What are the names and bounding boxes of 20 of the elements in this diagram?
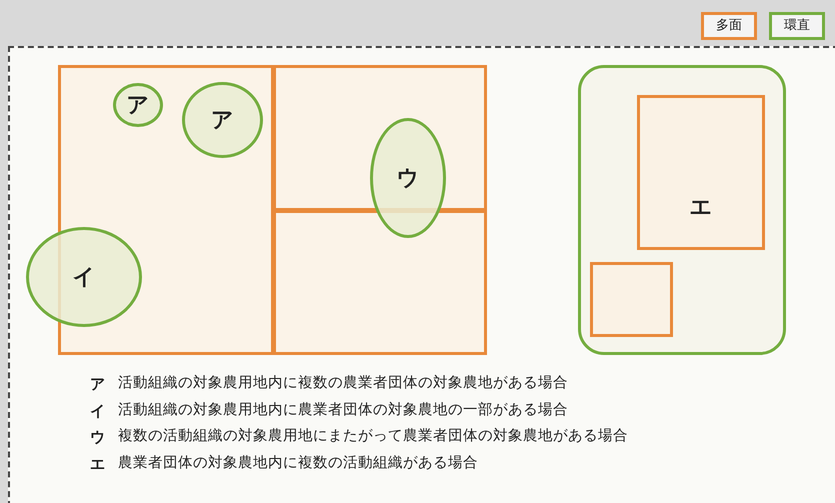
legend-key: 環直 [769,12,825,40]
area-ellipse [113,83,163,127]
key-letter: エ [90,454,106,474]
key-letter: ア [90,374,106,395]
area-rectangle [590,262,673,337]
area-label: ウ [396,164,420,192]
area-label: ア [211,106,234,134]
area-label: ア [126,92,150,120]
legend-key: 多面 [701,12,757,40]
area-rectangle [637,95,765,250]
area-label: イ [72,264,96,292]
key-letter: ウ [90,427,106,448]
description-text: 活動組織の対象農用地内に複数の農業者団体の対象農地がある場合 [118,374,568,394]
area-rectangle [273,210,487,355]
key-letter: イ [90,400,106,422]
description-text: 複数の活動組織の対象農用地にまたがって農業者団体の対象農地がある場合 [118,426,628,446]
area-rounded-rectangle [578,65,786,355]
description-text: 活動組織の対象農用地内に農業者団体の対象農地の一部がある場合 [118,400,568,420]
description-text: 農業者団体の対象農地内に複数の活動組織がある場合 [118,454,478,473]
area-label: エ [690,194,712,222]
